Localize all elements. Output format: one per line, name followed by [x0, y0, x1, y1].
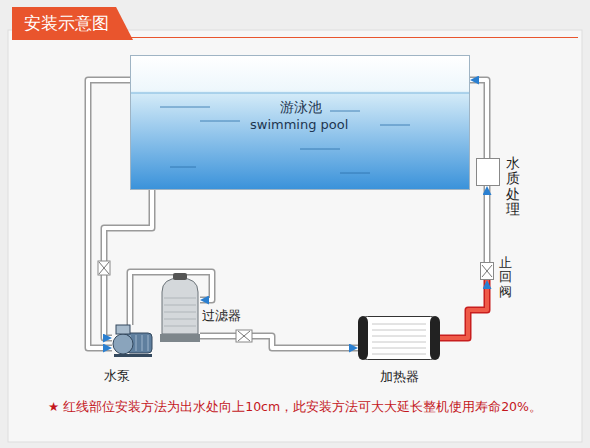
- ripple: [170, 167, 196, 168]
- gate-valve: [98, 261, 110, 275]
- motor-fin: [136, 335, 137, 351]
- heater-grille: [372, 324, 426, 325]
- heater-cap: [430, 316, 440, 360]
- ripple: [300, 149, 340, 150]
- flow-head: [200, 336, 358, 348]
- inline-valve: [236, 330, 252, 342]
- water-surface: [131, 93, 469, 94]
- node-label: 水质处理: [506, 156, 520, 218]
- heater: 加热器: [358, 316, 440, 360]
- title-tab: 安装示意图: [12, 7, 133, 40]
- ripple: [330, 111, 360, 112]
- pump-strainer: [116, 325, 130, 334]
- motor-fin: [142, 335, 143, 351]
- flow-head: [470, 80, 487, 158]
- valve-body: [98, 261, 110, 275]
- node-label: 水泵: [104, 367, 130, 385]
- heater-body: [359, 317, 440, 360]
- pipe-connector: [470, 80, 487, 158]
- node-shape: [112, 325, 152, 357]
- pipe-connector: [487, 186, 488, 262]
- pipe-wall: [88, 80, 130, 348]
- pipe-bore: [470, 80, 487, 158]
- heater-grille: [372, 354, 426, 355]
- ripple: [200, 121, 240, 122]
- check-valve: 止回阀: [480, 262, 494, 280]
- pump-housing: [113, 334, 133, 354]
- pool-basin: [131, 56, 470, 190]
- pipe-bore: [200, 336, 358, 348]
- node-shape: [476, 158, 500, 186]
- valve-cross: [238, 331, 250, 341]
- pump-base: [114, 354, 152, 357]
- filter-tank: [162, 278, 198, 334]
- pipe-wall: [470, 80, 487, 158]
- tank-band: [164, 319, 196, 320]
- ripple: [340, 173, 370, 174]
- flow-head: [440, 280, 487, 338]
- heater-grille: [372, 330, 426, 331]
- node-label: 游泳池: [280, 99, 322, 117]
- motor-fin: [148, 335, 149, 351]
- pipe-wall: [440, 280, 487, 338]
- ripple: [160, 107, 210, 108]
- node-label: swimming pool: [250, 117, 348, 132]
- pipe-wall: [200, 336, 358, 348]
- treatment-box: [477, 159, 500, 186]
- node-label: 止回阀: [499, 256, 512, 299]
- pipe-connector: [440, 280, 487, 338]
- pipe-connector: [200, 336, 358, 348]
- heater-grille: [372, 336, 426, 337]
- flow-head: [487, 186, 488, 262]
- node-label: 加热器: [380, 368, 419, 386]
- valve-cross: [99, 262, 109, 274]
- pipe-bore: [88, 80, 130, 348]
- flow-head: [88, 80, 130, 348]
- ripple: [380, 125, 410, 126]
- tank-band: [164, 326, 196, 327]
- valve-body: [236, 330, 252, 342]
- node-shape: [480, 262, 494, 280]
- footnote: ★ 红线部位安装方法为出水处向上10cm，此安装方法可大大延长整机使用寿命20%…: [0, 399, 590, 416]
- node-label: 过滤器: [202, 307, 241, 325]
- heater-cap: [358, 316, 368, 360]
- filter-valve: [173, 273, 187, 280]
- panel: [8, 30, 582, 442]
- check-valve-cross: [482, 265, 492, 277]
- pool: 游泳池swimming pool: [130, 55, 470, 190]
- pipe-bore: [485, 186, 489, 262]
- heater-grille: [372, 342, 426, 343]
- tank-band: [164, 298, 196, 299]
- filter: 过滤器: [160, 276, 200, 342]
- pump: 水泵: [112, 325, 152, 357]
- water-treatment: 水质处理: [476, 158, 500, 186]
- node-shape: [160, 276, 200, 342]
- filter-base: [160, 334, 200, 342]
- pipe-connector: [88, 80, 130, 348]
- check-valve-body: [481, 263, 494, 280]
- tank-band: [164, 305, 196, 306]
- tank-band: [164, 312, 196, 313]
- pipe-bore: [440, 280, 487, 338]
- pipe-wall: [484, 186, 491, 262]
- heater-grille: [372, 348, 426, 349]
- node-shape: [358, 316, 440, 360]
